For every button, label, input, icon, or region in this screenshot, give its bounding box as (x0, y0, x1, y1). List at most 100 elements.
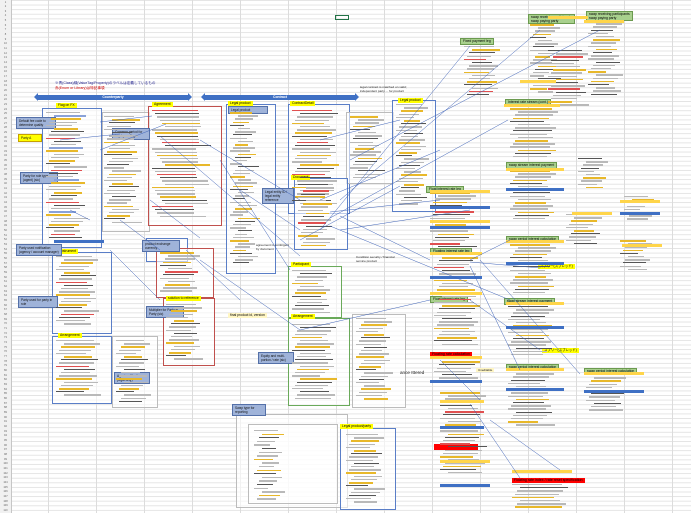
row-number[interactable]: 26 (4, 117, 7, 121)
row-number[interactable]: 45 (4, 205, 7, 209)
row-number[interactable]: 63 (4, 289, 7, 293)
row-number[interactable]: 72 (4, 331, 7, 335)
row-number[interactable]: 30 (4, 135, 7, 139)
row-number[interactable]: 57 (4, 261, 7, 265)
row-number[interactable]: 16 (4, 70, 7, 74)
row-number[interactable]: 110 (3, 508, 8, 512)
row-number[interactable]: 13 (4, 56, 7, 60)
row-number[interactable]: 76 (4, 350, 7, 354)
row-number[interactable]: 17 (4, 75, 7, 79)
row-number[interactable]: 103 (3, 476, 8, 480)
row-number[interactable]: 80 (4, 368, 7, 372)
row-number[interactable]: 91 (4, 420, 7, 424)
row-number[interactable]: 33 (4, 149, 7, 153)
row-number[interactable]: 54 (4, 247, 7, 251)
row-number[interactable]: 107 (3, 494, 8, 498)
row-number[interactable]: 14 (4, 61, 7, 65)
row-number[interactable]: 12 (4, 51, 7, 55)
row-number[interactable]: 41 (4, 187, 7, 191)
row-number[interactable]: 48 (4, 219, 7, 223)
row-number[interactable]: 15 (4, 65, 7, 69)
row-number[interactable]: 69 (4, 317, 7, 321)
row-number[interactable]: 65 (4, 298, 7, 302)
row-number[interactable]: 34 (4, 154, 7, 158)
active-cell-cursor[interactable] (335, 15, 349, 20)
row-number[interactable]: 4 (4, 14, 7, 18)
row-number[interactable]: 93 (4, 429, 7, 433)
row-number[interactable]: 95 (4, 438, 7, 442)
row-number[interactable]: 90 (4, 415, 7, 419)
row-number[interactable]: 56 (4, 257, 7, 260)
row-number[interactable]: 22 (4, 98, 7, 102)
row-number[interactable]: 79 (4, 364, 7, 368)
row-number[interactable]: 88 (4, 406, 7, 410)
row-number[interactable]: 97 (4, 448, 7, 452)
row-number[interactable]: 31 (4, 140, 7, 144)
row-number[interactable]: 46 (4, 210, 7, 214)
row-number[interactable]: 25 (4, 112, 7, 116)
row-number[interactable]: 109 (3, 504, 8, 508)
row-number[interactable]: 85 (4, 392, 7, 396)
row-number[interactable]: 77 (4, 354, 7, 358)
row-number[interactable]: 9 (4, 37, 7, 41)
row-number[interactable]: 100 (3, 462, 8, 466)
row-number[interactable]: 50 (4, 229, 7, 233)
row-number[interactable]: 8 (4, 33, 7, 37)
row-number[interactable]: 21 (4, 93, 7, 97)
row-number[interactable]: 53 (4, 243, 7, 246)
row-number[interactable]: 37 (4, 168, 7, 172)
row-number[interactable]: 27 (4, 121, 7, 125)
row-number[interactable]: 94 (4, 434, 7, 438)
row-number[interactable]: 38 (4, 173, 7, 177)
row-number[interactable]: 18 (4, 79, 7, 83)
row-number[interactable]: 24 (4, 107, 7, 111)
row-number[interactable]: 39 (4, 177, 7, 181)
row-number[interactable]: 6 (4, 23, 7, 27)
row-number[interactable]: 59 (4, 270, 7, 274)
row-number[interactable]: 81 (4, 373, 7, 377)
row-number[interactable]: 74 (4, 340, 7, 344)
row-number[interactable]: 20 (4, 89, 7, 93)
row-number[interactable]: 102 (3, 471, 8, 475)
row-number[interactable]: 89 (4, 410, 7, 414)
row-number[interactable]: 23 (4, 103, 7, 107)
row-number[interactable]: 55 (4, 252, 7, 256)
row-number[interactable]: 87 (4, 401, 7, 405)
row-number[interactable]: 62 (4, 284, 7, 288)
row-number[interactable]: 19 (4, 84, 7, 88)
row-number[interactable]: 75 (4, 345, 7, 349)
row-number[interactable]: 61 (4, 280, 7, 284)
row-number[interactable]: 49 (4, 224, 7, 228)
row-number[interactable]: 64 (4, 294, 7, 298)
row-number[interactable]: 68 (4, 312, 7, 316)
row-number[interactable]: 10 (4, 42, 7, 46)
row-number[interactable]: 52 (4, 238, 7, 242)
row-number[interactable]: 73 (4, 336, 7, 340)
row-number[interactable]: 51 (4, 233, 7, 237)
row-number[interactable]: 29 (4, 131, 7, 135)
row-number[interactable]: 35 (4, 159, 7, 163)
row-number[interactable]: 78 (4, 359, 7, 363)
row-number[interactable]: 83 (4, 382, 7, 386)
row-number[interactable]: 2 (4, 5, 7, 9)
row-number[interactable]: 108 (3, 499, 8, 503)
row-number[interactable]: 98 (4, 452, 7, 456)
row-number[interactable]: 82 (4, 378, 7, 382)
row-number[interactable]: 7 (4, 28, 7, 32)
row-number[interactable]: 86 (4, 396, 7, 400)
row-number[interactable]: 60 (4, 275, 7, 279)
row-number[interactable]: 3 (4, 9, 7, 13)
row-number[interactable]: 11 (4, 47, 7, 51)
row-number[interactable]: 42 (4, 191, 7, 195)
row-number[interactable]: 104 (3, 480, 8, 484)
row-number[interactable]: 96 (4, 443, 7, 447)
row-number[interactable]: 32 (4, 145, 7, 149)
row-number[interactable]: 101 (3, 466, 8, 470)
row-number[interactable]: 44 (4, 201, 7, 205)
row-number[interactable]: 5 (4, 19, 7, 23)
row-number[interactable]: 66 (4, 303, 7, 307)
row-number[interactable]: 1 (4, 0, 7, 4)
row-number[interactable]: 70 (4, 322, 7, 326)
